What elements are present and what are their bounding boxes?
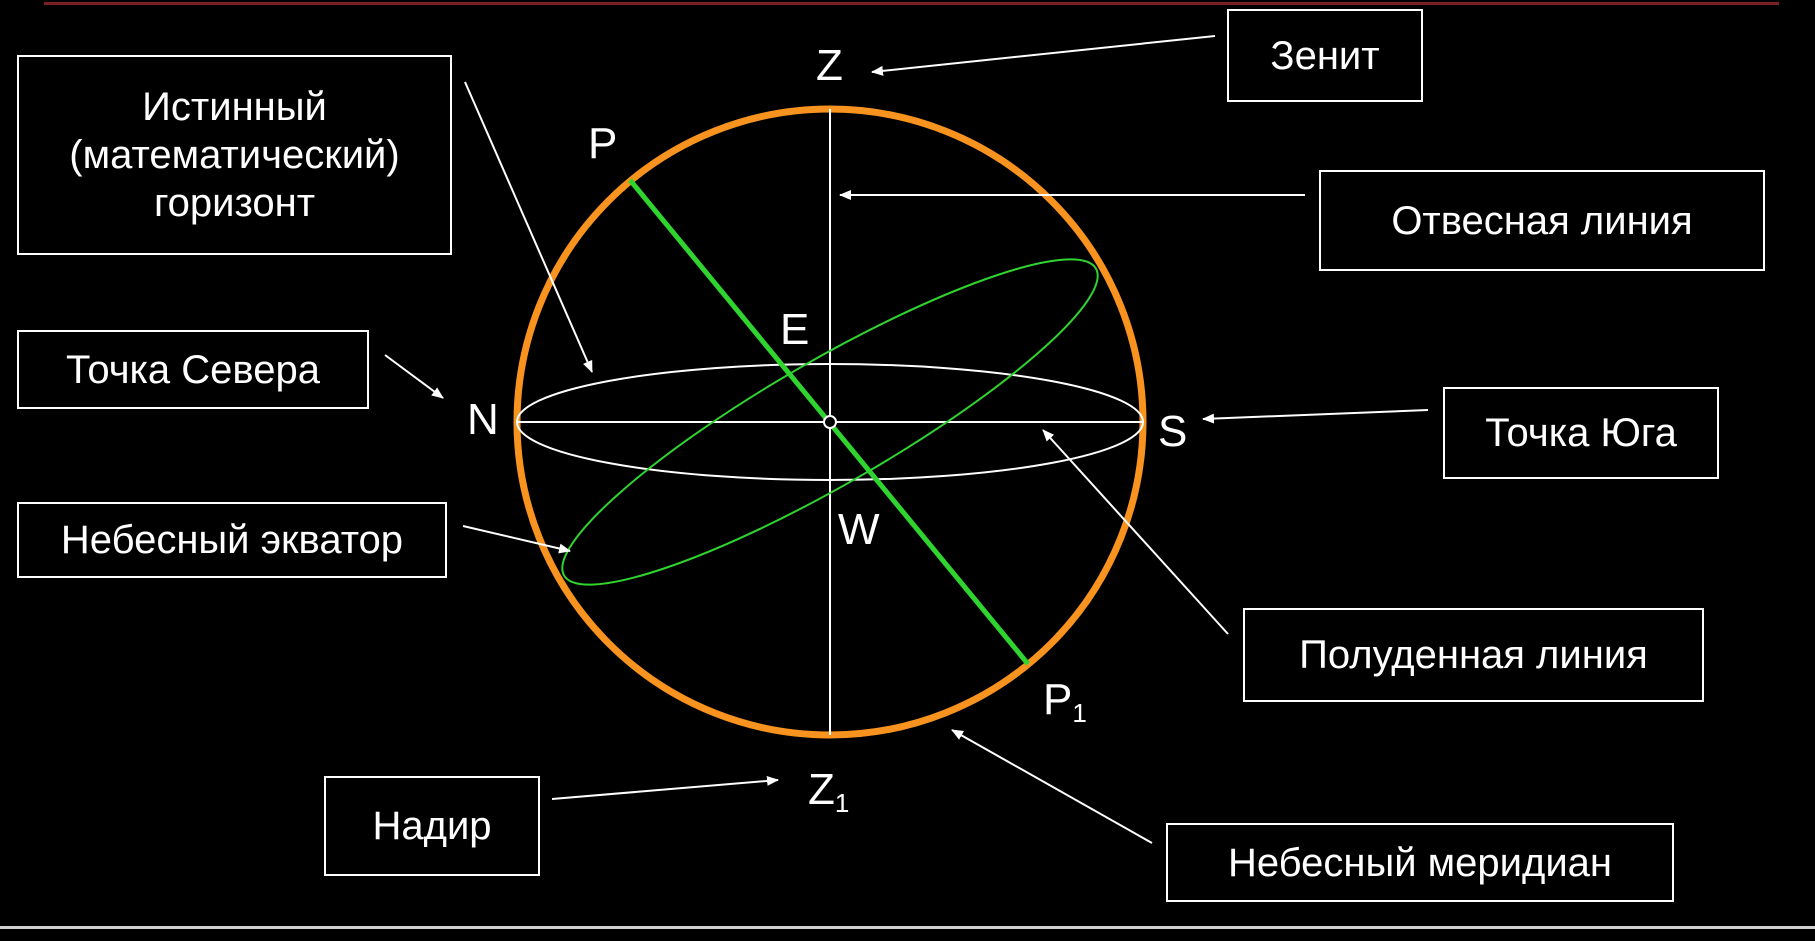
true-horizon-line-1: Истинный <box>142 85 327 129</box>
south-letter: S <box>1158 407 1188 456</box>
nadir-letter-subscript: 1 <box>834 788 850 818</box>
noon-line-pointer <box>1042 429 1229 635</box>
plumb-line-label: Отвесная линия <box>1319 170 1765 271</box>
nadir-label: Надир <box>324 776 540 876</box>
nadir-letter: Z1 <box>808 765 849 817</box>
south-pole-letter: P1 <box>1043 675 1087 727</box>
observer-point <box>823 415 837 429</box>
north-point-pointer <box>384 354 444 399</box>
zenith-letter: Z <box>816 41 843 90</box>
noon-line-label: Полуденная линия <box>1243 608 1704 702</box>
east-letter: E <box>780 305 810 354</box>
north-letter: N <box>467 395 499 444</box>
south-point-label: Точка Юга <box>1443 387 1719 479</box>
true-horizon-line-3: горизонт <box>153 181 316 225</box>
pole-letter: P <box>588 119 618 168</box>
celestial-equator-pointer <box>462 525 571 554</box>
zenith-label: Зенит <box>1227 9 1423 102</box>
zenith-pointer <box>871 35 1216 76</box>
bottom-divider <box>0 926 1815 929</box>
north-point-label: Точка Севера <box>17 330 369 409</box>
true-horizon-line-2: (математический) <box>69 133 400 177</box>
celestial-meridian-pointer <box>951 729 1153 844</box>
south-pole-letter-base: P <box>1043 675 1073 724</box>
south-pole-letter-subscript: 1 <box>1072 698 1087 728</box>
nadir-letter-base: Z <box>808 765 835 814</box>
true-horizon-label: Истинный (математический) горизонт <box>17 55 452 255</box>
south-point-pointer <box>1202 409 1429 424</box>
celestial-equator-label: Небесный экватор <box>17 502 447 578</box>
top-divider <box>44 2 1779 5</box>
true-horizon-pointer <box>464 81 593 373</box>
nadir-pointer <box>551 775 779 800</box>
celestial-meridian-label: Небесный меридиан <box>1166 823 1674 902</box>
west-letter: W <box>838 505 880 554</box>
celestial-equator-ellipse <box>561 258 1099 586</box>
